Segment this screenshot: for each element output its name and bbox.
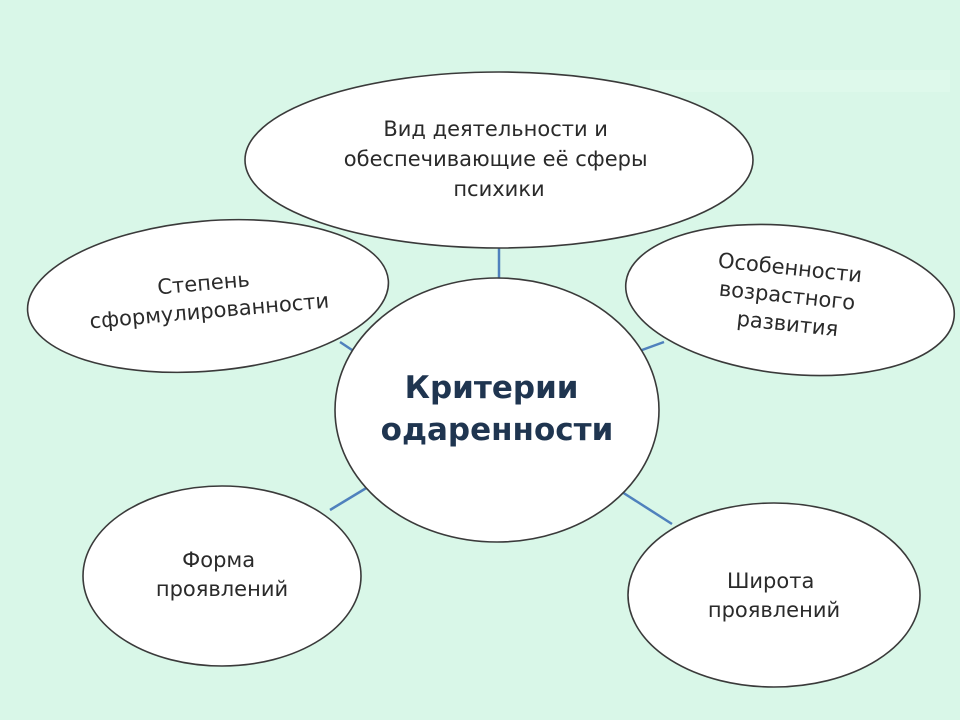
node-bottom-right-ellipse [627,502,921,688]
node-bottom-left-ellipse [82,485,362,667]
node-right: Особенности возрастного развития [624,223,956,377]
center-title: Критерии одаренности [381,370,614,448]
node-bottom-right: Широта проявлений [627,502,921,688]
node-bottom-left: Форма проявлений [82,485,362,667]
node-right-ellipse [624,223,956,377]
connector-left [339,340,353,352]
connector-bottom-right [621,490,673,526]
node-center: Критерии одаренности [334,277,660,543]
connector-right [641,340,665,352]
node-top-ellipse [244,71,754,249]
node-left: Степень сформулированности [26,218,390,374]
connector-bottom-left [329,485,369,512]
node-bottom-left-label: Форма проявлений [156,548,288,601]
node-top-label: Вид деятельности и обеспечивающие её сфе… [344,117,654,201]
node-top: Вид деятельности и обеспечивающие её сфе… [244,71,754,249]
node-center-ellipse [334,277,660,543]
node-left-ellipse [26,218,390,374]
node-bottom-right-label: Широта проявлений [708,569,840,622]
decorative-stripes [650,70,950,92]
